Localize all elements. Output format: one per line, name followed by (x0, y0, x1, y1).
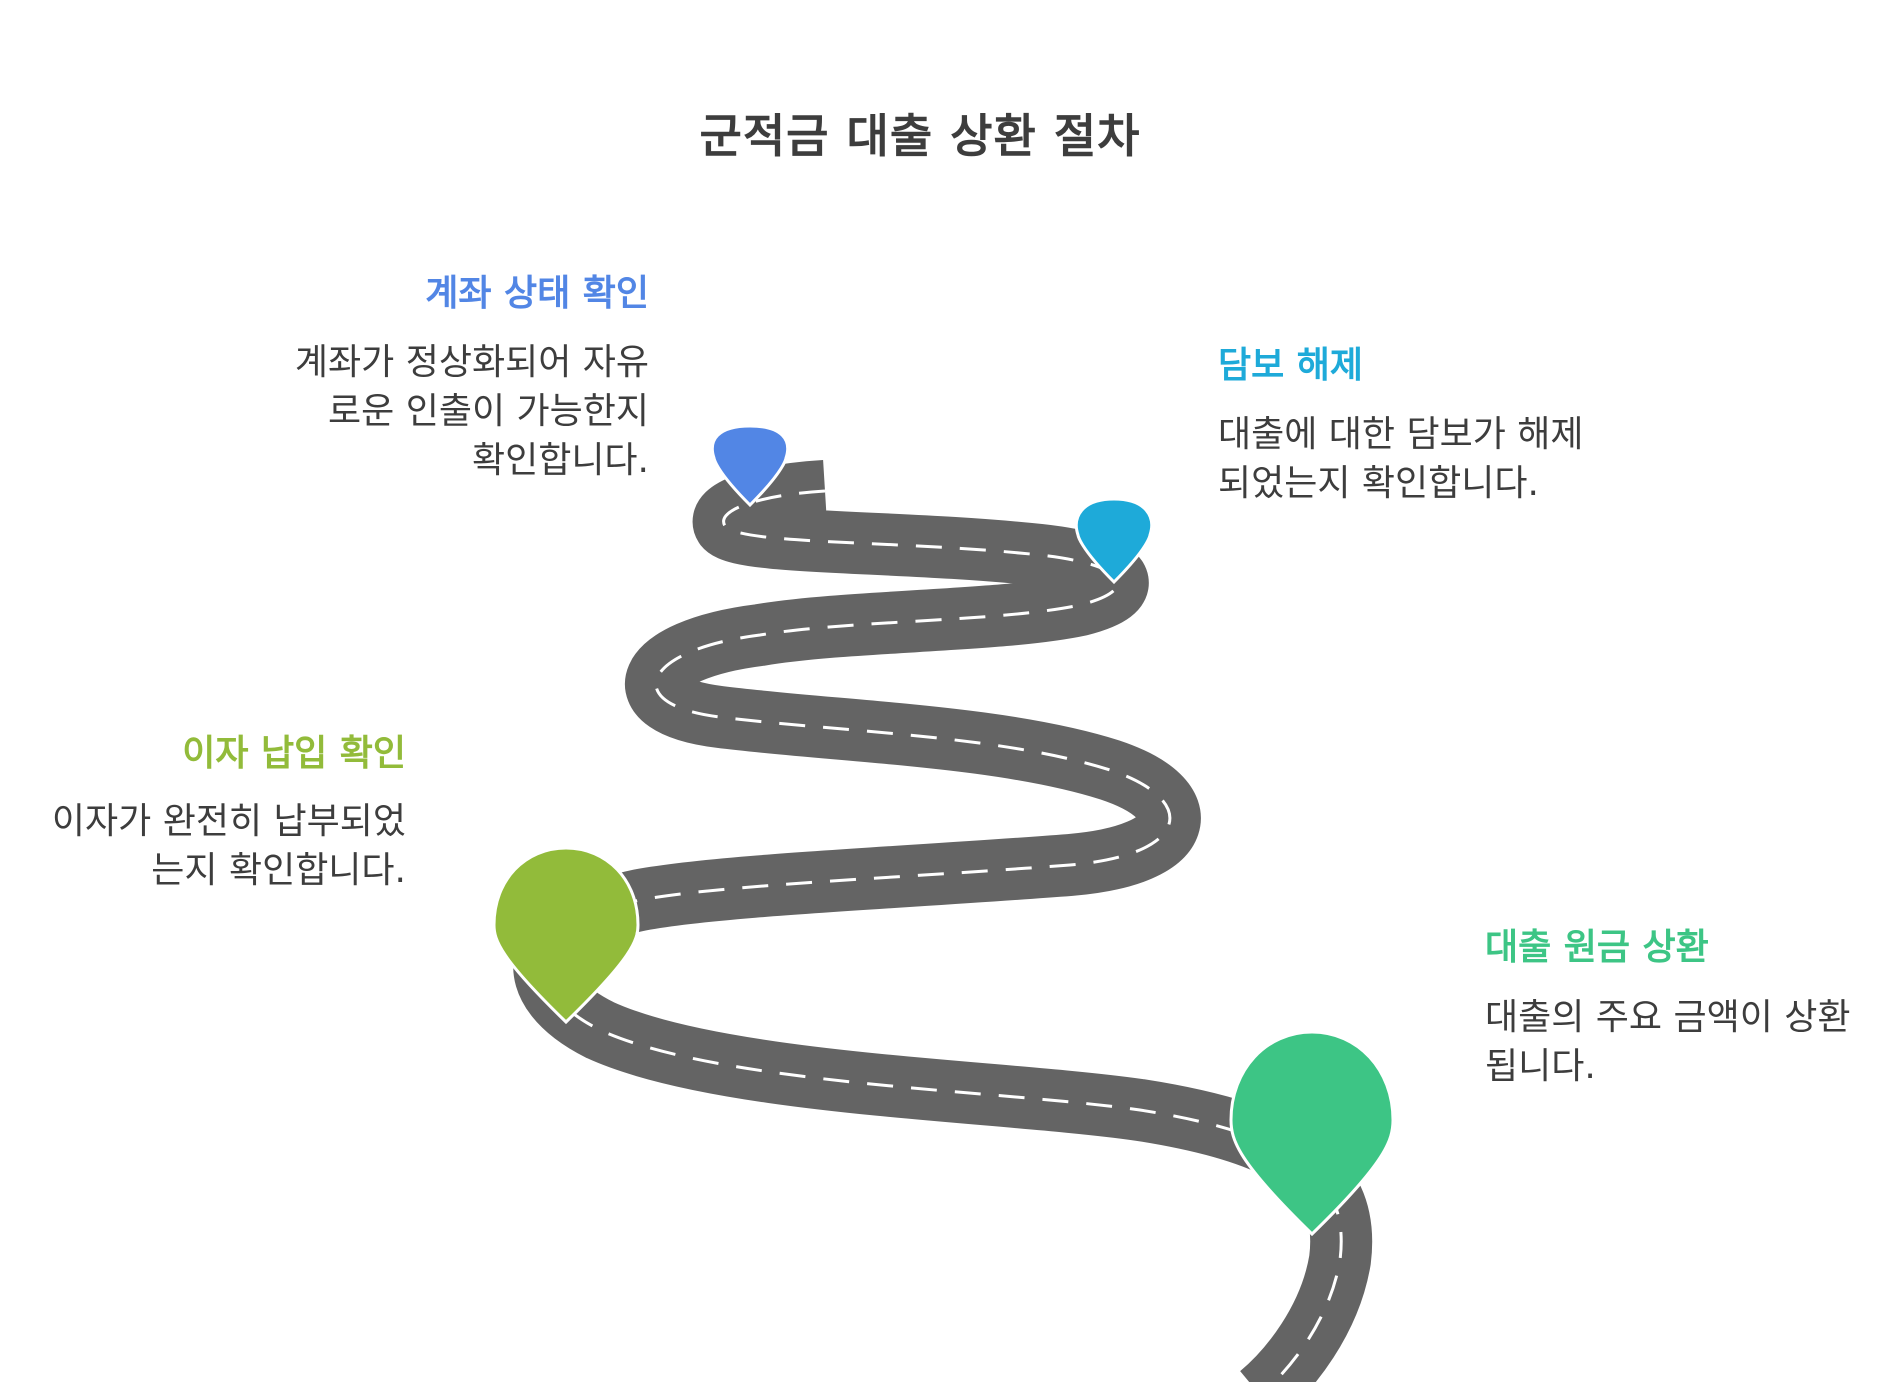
map-pin-icon (710, 424, 790, 508)
step-1-description: 계좌가 정상화되어 자유로운 인출이 가능한지 확인합니다. (294, 342, 649, 481)
road-body (513, 460, 1373, 1382)
step-2-title: 담보 해제 (1218, 345, 1364, 386)
map-pin-icon (1074, 497, 1154, 585)
step-3-description: 이자가 완전히 납부되었는지 확인합니다. (51, 801, 406, 891)
pin-step-3 (492, 846, 640, 1025)
page-title: 군적금 대출 상환 절차 (699, 109, 1141, 163)
step-2-description: 대출에 대한 담보가 해제되었는지 확인합니다. (1218, 414, 1584, 504)
step-1-title: 계좌 상태 확인 (425, 273, 649, 314)
step-4-title: 대출 원금 상환 (1485, 927, 1709, 968)
pin-step-1 (710, 424, 790, 508)
step-3-title: 이자 납입 확인 (182, 733, 406, 774)
pin-step-4 (1229, 1030, 1395, 1237)
map-pin-icon (1229, 1030, 1395, 1237)
pin-step-2 (1074, 497, 1154, 585)
map-pin-icon (492, 846, 640, 1025)
step-4-description: 대출의 주요 금액이 상환됩니다. (1485, 997, 1851, 1087)
